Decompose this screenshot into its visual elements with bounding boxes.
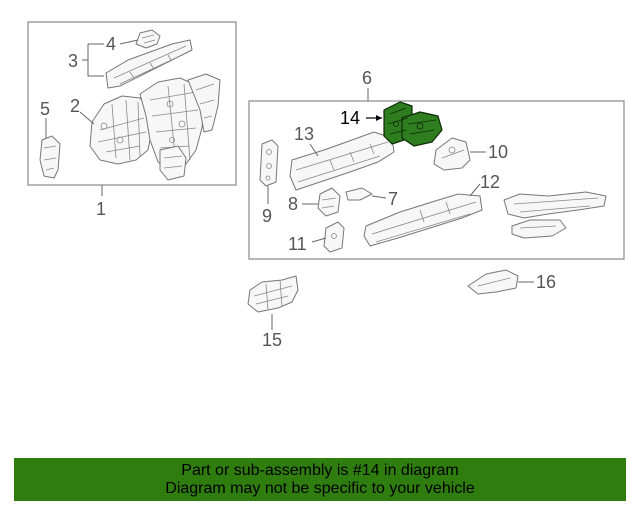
callout-2: 2 — [70, 96, 80, 116]
part-3[interactable] — [105, 39, 193, 89]
part-8[interactable] — [317, 187, 341, 217]
callout-6: 6 — [362, 68, 372, 88]
part-4[interactable] — [135, 29, 161, 49]
callout-16: 16 — [536, 272, 556, 292]
callout-5: 5 — [40, 99, 50, 119]
banner-line-2: Diagram may not be specific to your vehi… — [165, 480, 475, 497]
part-16[interactable] — [467, 269, 519, 295]
callout-4: 4 — [106, 34, 116, 54]
part-15[interactable] — [247, 275, 299, 313]
front-rail-extension[interactable] — [503, 191, 607, 219]
callout-10: 10 — [488, 142, 508, 162]
callout-7: 7 — [388, 189, 398, 209]
callout-15: 15 — [262, 330, 282, 350]
callout-12: 12 — [480, 172, 500, 192]
part-info-banner: Part or sub-assembly is #14 in diagram D… — [14, 458, 626, 501]
front-rail-lower[interactable] — [511, 219, 567, 239]
part-9[interactable] — [259, 139, 279, 187]
callout-11: 11 — [288, 234, 307, 254]
banner-line-1: Part or sub-assembly is #14 in diagram — [181, 462, 459, 479]
callout-1: 1 — [96, 199, 106, 219]
part-13[interactable] — [289, 131, 395, 191]
part-14-highlighted[interactable] — [383, 101, 443, 147]
part-10[interactable] — [433, 137, 471, 171]
callout-14: 14 — [340, 108, 360, 128]
part-2[interactable] — [89, 95, 153, 165]
part-5[interactable] — [39, 135, 61, 179]
part-7[interactable] — [345, 187, 373, 201]
callout-9: 9 — [262, 206, 272, 226]
callout-3: 3 — [68, 51, 78, 71]
part-11[interactable] — [323, 221, 345, 253]
leader-lines — [45, 39, 534, 330]
part-12[interactable] — [363, 193, 483, 247]
callout-8: 8 — [288, 194, 298, 214]
callout-13: 13 — [294, 124, 314, 144]
side-panel[interactable] — [187, 73, 221, 133]
lower-pillar[interactable] — [159, 145, 187, 181]
